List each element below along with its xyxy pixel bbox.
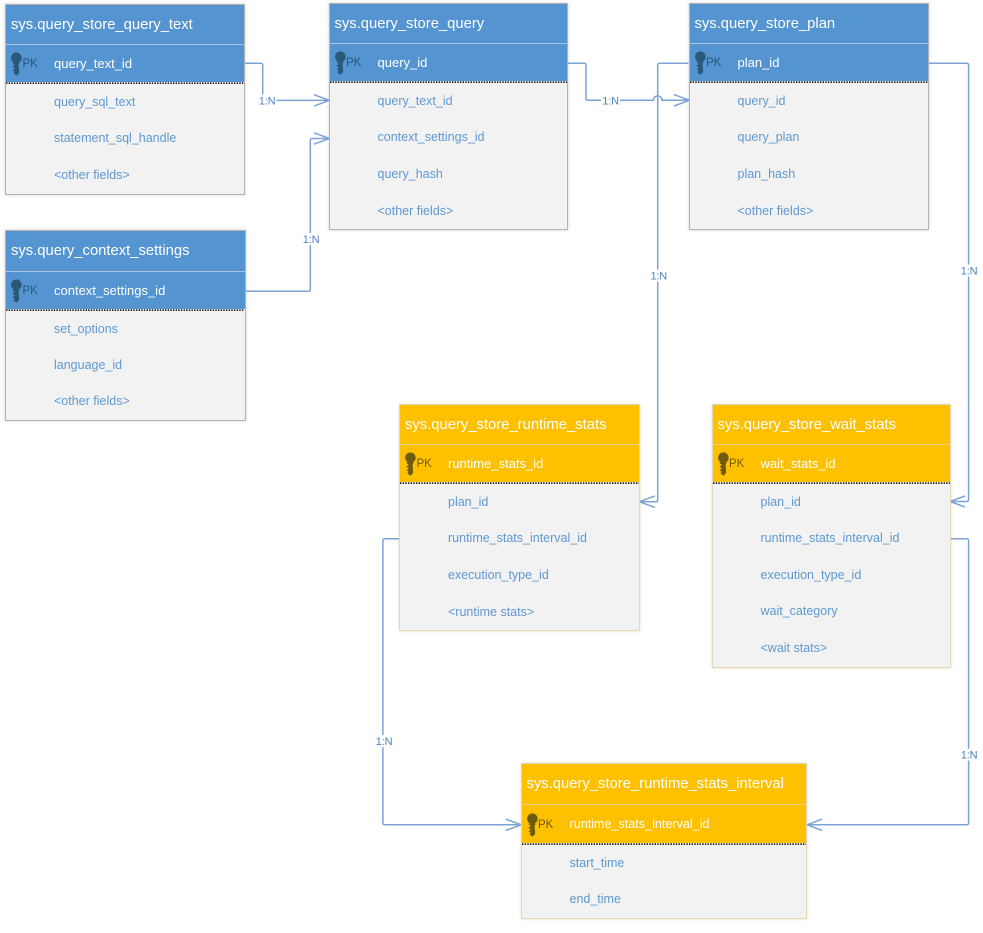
svg-text:1:N: 1:N [376, 736, 393, 748]
svg-text:1:N: 1:N [259, 95, 276, 107]
svg-text:1:N: 1:N [961, 750, 978, 762]
svg-text:1:N: 1:N [961, 266, 978, 278]
svg-text:1:N: 1:N [602, 95, 619, 107]
svg-text:1:N: 1:N [651, 271, 668, 283]
svg-text:1:N: 1:N [303, 234, 320, 246]
